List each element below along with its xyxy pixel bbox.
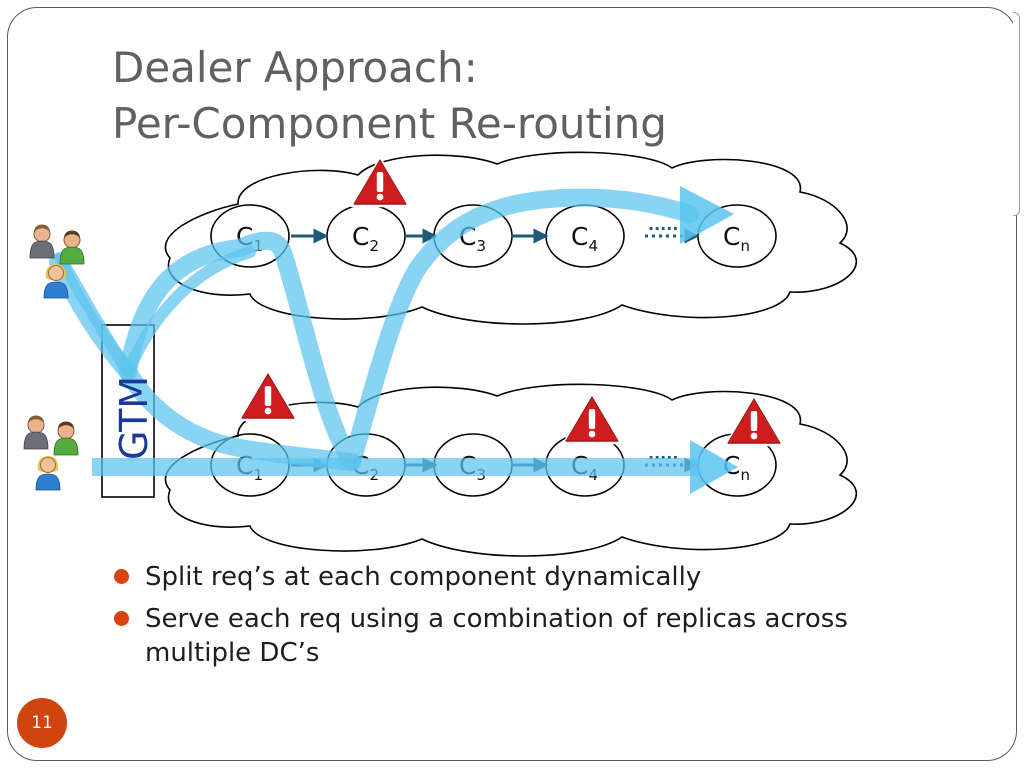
component-subscript: n: [740, 466, 750, 484]
bullet-text: Serve each req using a combination of re…: [145, 604, 848, 668]
component-letter: C: [352, 222, 369, 251]
component-subscript: 4: [588, 237, 598, 255]
component-subscript: n: [740, 237, 750, 255]
slide-frame: [7, 7, 1017, 761]
title-line-2: Per-Component Re-routing: [112, 99, 667, 148]
component-node: [210, 204, 290, 268]
bullet-list: Split req’s at each component dynamicall…: [112, 560, 892, 678]
top-ellipsis: ·····: [648, 219, 678, 238]
component-label: C2: [352, 222, 379, 255]
bullet-item: Split req’s at each component dynamicall…: [112, 560, 892, 594]
component-label: C4: [571, 222, 598, 255]
title-line-1: Dealer Approach:: [112, 43, 478, 92]
bullet-item: Serve each req using a combination of re…: [112, 602, 892, 670]
warning-icon: [238, 370, 298, 422]
component-letter: C: [571, 222, 588, 251]
page-number-badge: 11: [17, 698, 67, 748]
component-label: Cn: [723, 222, 750, 255]
component-subscript: 2: [369, 237, 379, 255]
users-icon: [23, 415, 79, 491]
bullet-dot-icon: [114, 569, 129, 584]
flow-arrowheads: [680, 186, 738, 494]
request-flow-paths: [49, 188, 700, 476]
gtm-label: GTM: [112, 376, 156, 460]
bullet-dot-icon: [114, 611, 129, 626]
page-title: Dealer Approach: Per-Component Re-routin…: [112, 40, 667, 152]
bullet-text: Split req’s at each component dynamicall…: [145, 562, 702, 592]
component-letter: C: [723, 222, 740, 251]
component-subscript: 3: [476, 237, 486, 255]
